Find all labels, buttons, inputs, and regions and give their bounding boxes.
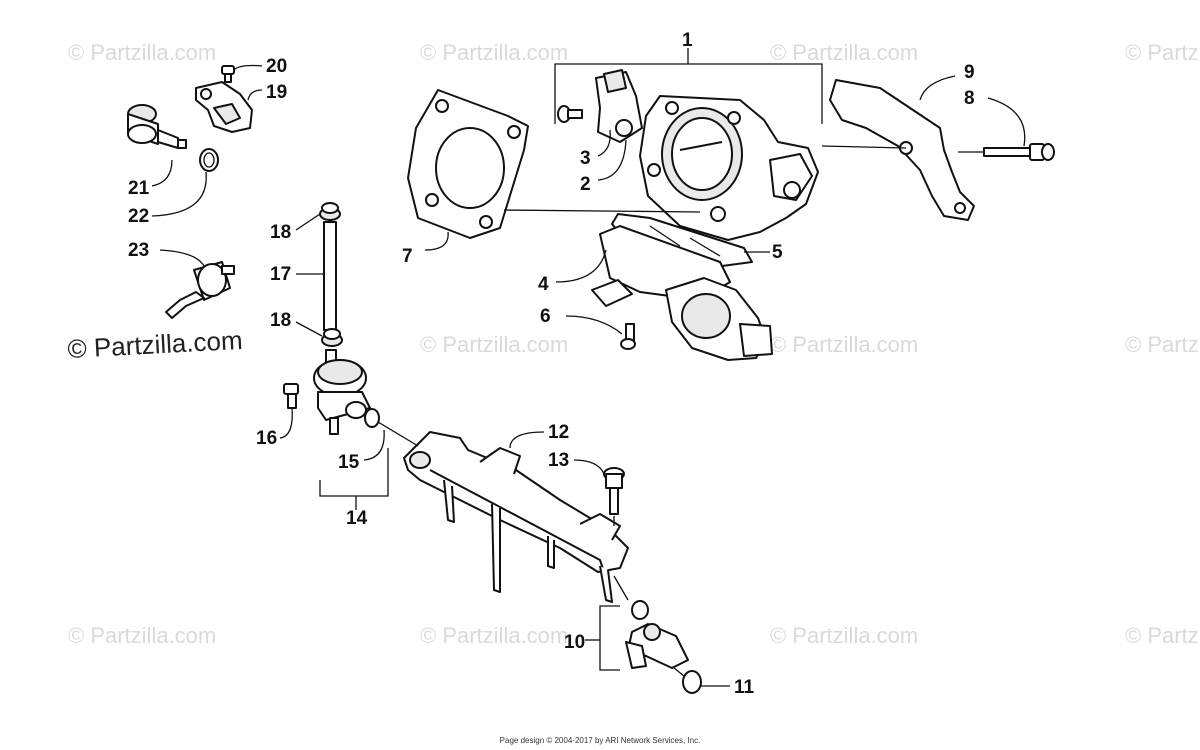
bolt-part-8 xyxy=(983,143,1055,161)
watermark: © Partzilla.com xyxy=(1125,623,1200,648)
screw-part-3 xyxy=(557,105,583,123)
sensor-part-19 xyxy=(195,81,253,133)
o-ring-part-22 xyxy=(199,148,219,172)
callout-11: 11 xyxy=(734,677,755,698)
callout-20: 20 xyxy=(266,56,287,77)
callout-1: 1 xyxy=(682,30,693,51)
watermark: © Partzilla.com xyxy=(420,332,568,357)
callout-21: 21 xyxy=(128,178,150,199)
injector-part-10 xyxy=(625,623,689,669)
watermark: © Partzilla.com xyxy=(68,623,216,648)
pressure-regulator-part-14 xyxy=(313,349,371,435)
bolt-part-16 xyxy=(283,383,299,409)
bracket-part-9 xyxy=(829,79,975,221)
watermark: © Partzilla.com xyxy=(68,40,216,65)
bolt-part-6 xyxy=(620,323,636,350)
leader-lines xyxy=(151,48,1026,687)
watermark: © Partzilla.com xyxy=(770,623,918,648)
callout-14: 14 xyxy=(346,508,368,529)
callout-10: 10 xyxy=(564,632,585,653)
o-ring-part-10 xyxy=(631,600,649,620)
clamp-part-18-bottom xyxy=(321,328,343,347)
watermark-main: © Partzilla.com xyxy=(67,325,244,364)
watermark: © Partzilla.com xyxy=(770,40,918,65)
callout-23: 23 xyxy=(128,240,149,261)
watermark: © Partzilla.com xyxy=(420,623,568,648)
callout-16: 16 xyxy=(256,428,277,449)
callout-2: 2 xyxy=(580,174,591,195)
callout-13: 13 xyxy=(548,450,569,471)
sensor-part-23 xyxy=(165,261,235,319)
callout-6: 6 xyxy=(540,306,551,327)
callout-5: 5 xyxy=(772,242,783,263)
throttle-sensor-part-2 xyxy=(595,69,643,143)
callout-19: 19 xyxy=(266,82,287,103)
gasket-part-5 xyxy=(611,213,753,267)
clamp-part-18-top xyxy=(319,202,341,221)
fuel-hose-part-17 xyxy=(323,221,337,331)
sensor-part-21 xyxy=(127,104,187,149)
callout-22: 22 xyxy=(128,206,149,227)
callout-3: 3 xyxy=(580,148,591,169)
watermark: © Partzilla.com xyxy=(420,40,568,65)
callout-15: 15 xyxy=(338,452,360,473)
callout-4: 4 xyxy=(538,274,549,295)
o-ring-part-11 xyxy=(682,670,702,694)
gasket-part-7 xyxy=(407,89,529,239)
watermark: © Partzilla.com xyxy=(770,332,918,357)
callout-18-top: 18 xyxy=(270,222,291,243)
idle-air-control-part-4 xyxy=(591,225,773,361)
screw-part-20 xyxy=(221,65,235,83)
watermark: © Partzilla.com xyxy=(1125,40,1200,65)
watermark: © Partzilla.com xyxy=(1125,332,1200,357)
callout-7: 7 xyxy=(402,246,413,267)
o-ring-part-15 xyxy=(364,408,380,428)
callout-12: 12 xyxy=(548,422,569,443)
fuel-rail-part-12 xyxy=(403,431,629,603)
bolt-part-13 xyxy=(603,467,625,515)
callout-9: 9 xyxy=(964,62,975,83)
throttle-body-part-1 xyxy=(639,95,819,241)
page-footer: Page design © 2004-2017 by ARI Network S… xyxy=(499,736,701,745)
watermarks: © Partzilla.com © Partzilla.com © Partzi… xyxy=(67,40,1200,648)
callout-18-bottom: 18 xyxy=(270,310,291,331)
callout-17: 17 xyxy=(270,264,291,285)
callout-numbers: 1 2 3 4 5 6 7 8 9 10 11 12 13 14 15 16 1… xyxy=(128,30,975,698)
callout-8: 8 xyxy=(964,88,975,109)
